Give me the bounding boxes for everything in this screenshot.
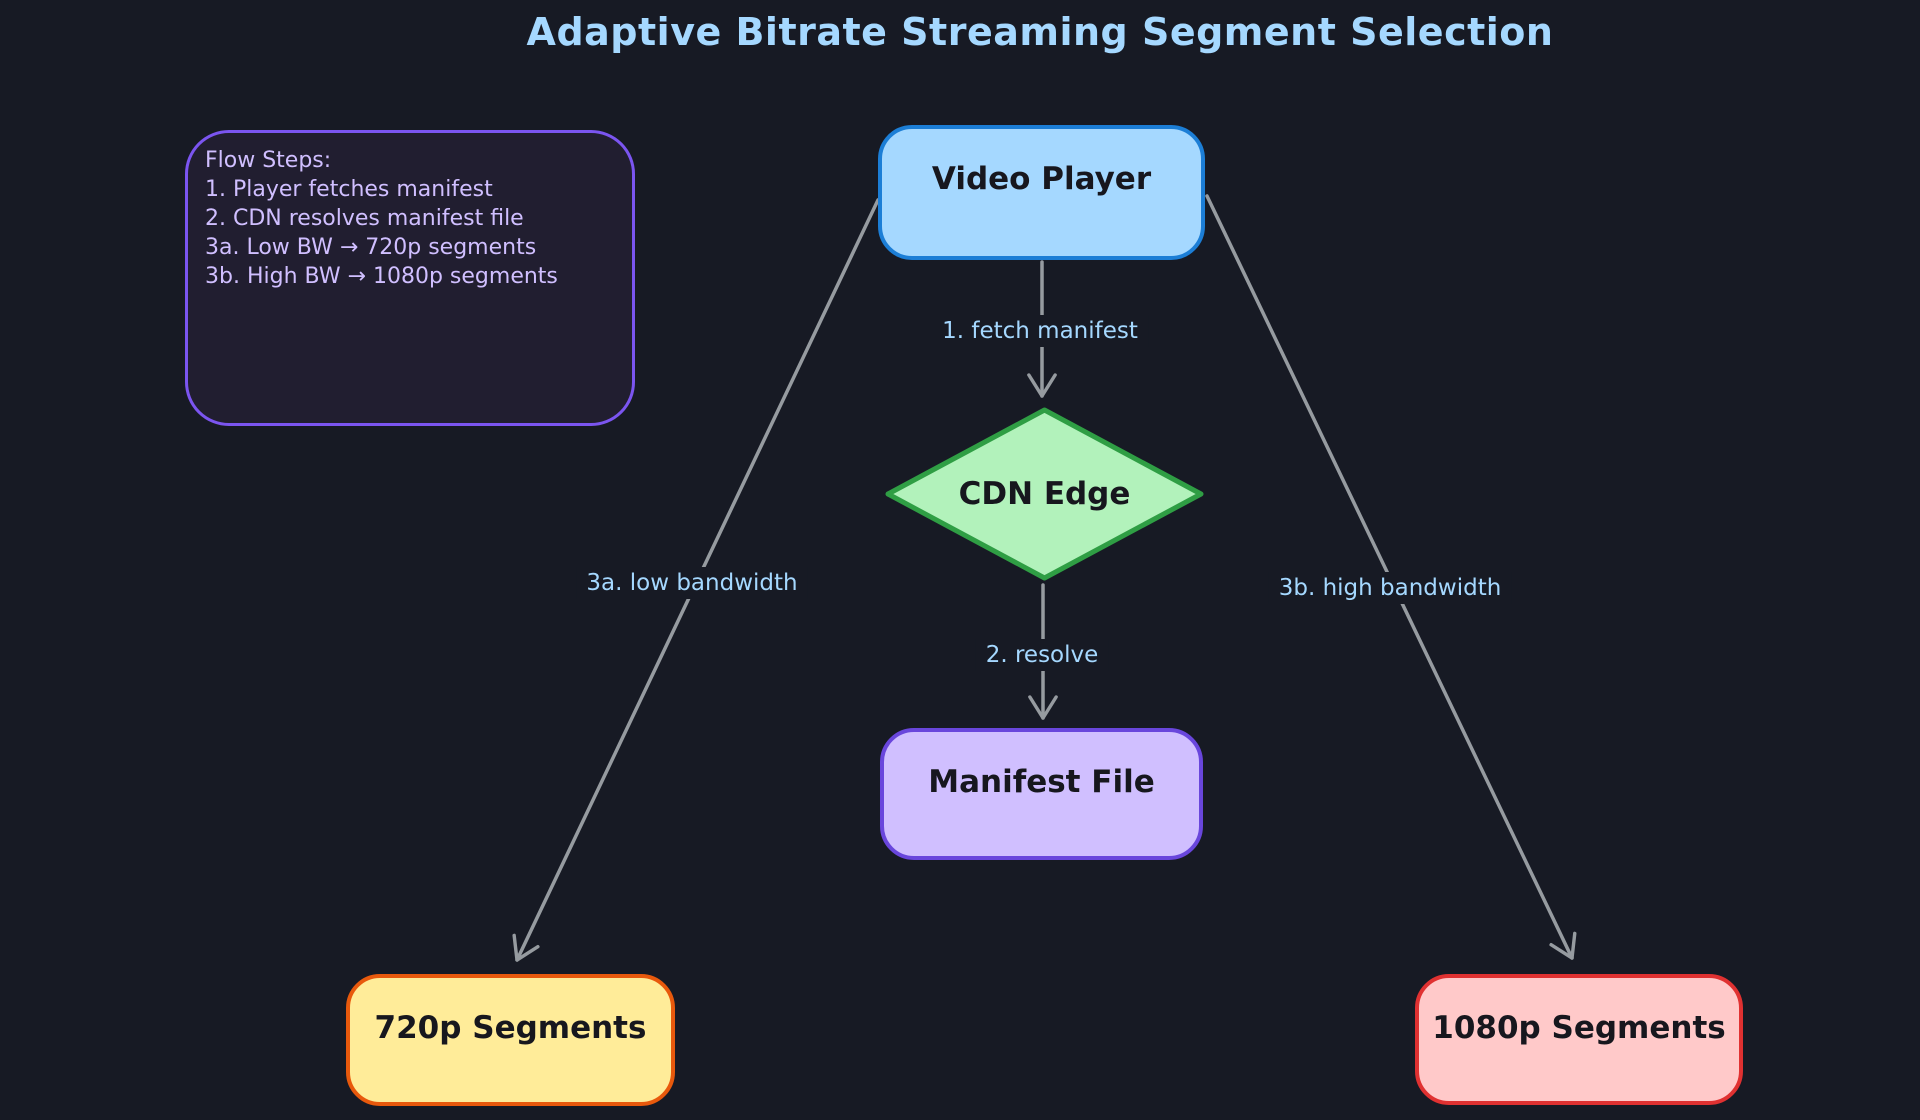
- node-720p-segments[interactable]: 720p Segments: [346, 974, 675, 1106]
- node-cdn-edge-label: CDN Edge: [958, 476, 1131, 512]
- node-cdn-edge[interactable]: CDN Edge: [884, 406, 1205, 582]
- node-1080p-segments[interactable]: 1080p Segments: [1415, 974, 1743, 1105]
- edge-label-low-bandwidth[interactable]: 3a. low bandwidth: [576, 567, 808, 599]
- note-line-step2: 2. CDN resolves manifest file: [205, 206, 524, 231]
- node-720p-segments-label: 720p Segments: [374, 1010, 647, 1046]
- node-manifest-file-label: Manifest File: [928, 764, 1155, 800]
- node-video-player-label: Video Player: [931, 161, 1152, 197]
- node-video-player[interactable]: Video Player: [878, 125, 1205, 260]
- flow-steps-note[interactable]: Flow Steps: 1. Player fetches manifest 2…: [185, 130, 635, 426]
- node-cdn-edge-shape[interactable]: [884, 406, 1205, 582]
- edge-label-fetch-manifest[interactable]: 1. fetch manifest: [932, 315, 1148, 347]
- note-line-heading: Flow Steps:: [205, 148, 332, 173]
- node-manifest-file[interactable]: Manifest File: [880, 728, 1203, 860]
- edge-label-high-bandwidth[interactable]: 3b. high bandwidth: [1268, 572, 1512, 604]
- edge-label-resolve[interactable]: 2. resolve: [975, 639, 1109, 671]
- note-line-step1: 1. Player fetches manifest: [205, 177, 493, 202]
- note-line-step3b: 3b. High BW → 1080p segments: [205, 264, 558, 289]
- node-1080p-segments-label: 1080p Segments: [1432, 1010, 1726, 1046]
- diagram-title[interactable]: Adaptive Bitrate Streaming Segment Selec…: [526, 10, 1554, 54]
- note-line-step3a: 3a. Low BW → 720p segments: [205, 235, 537, 260]
